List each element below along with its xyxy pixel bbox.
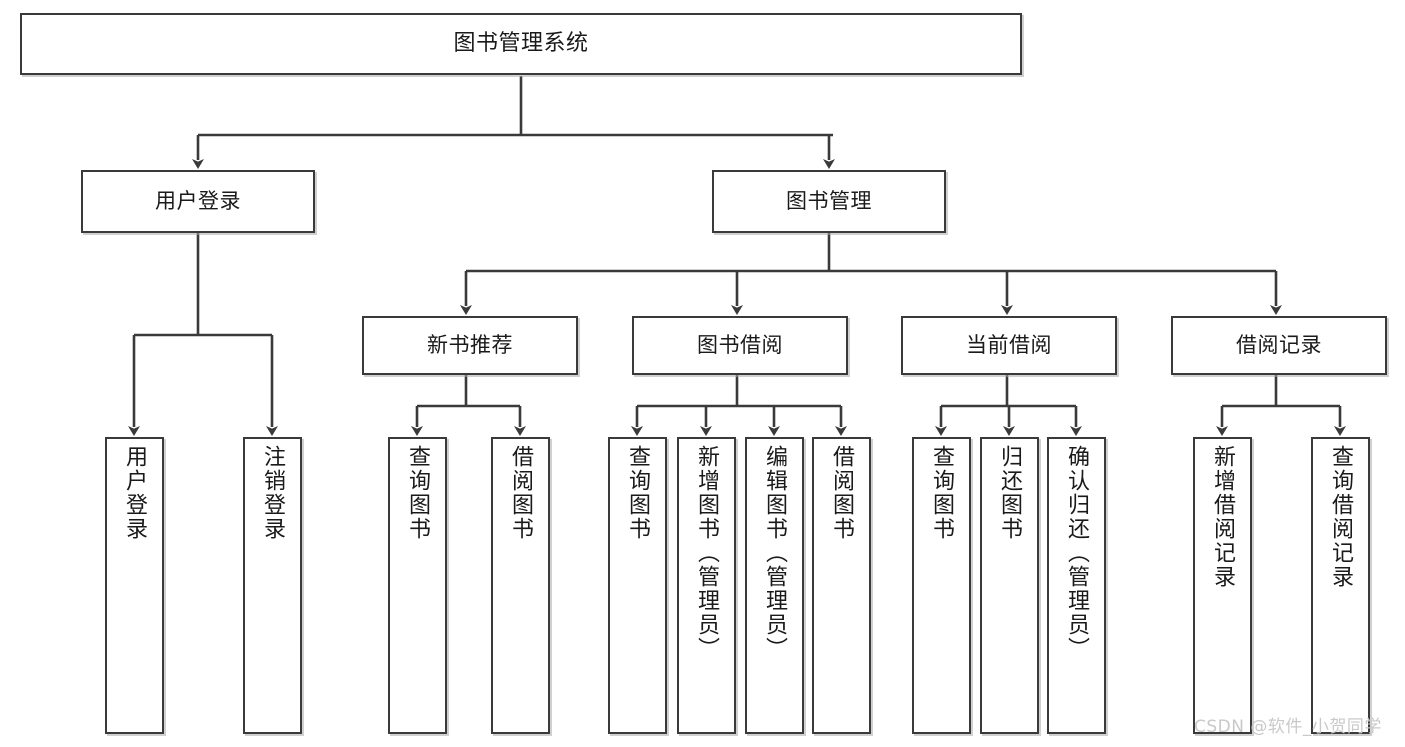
node-new-book-recommend[interactable]: 新书推荐 [362,316,578,375]
node-label: 当前借阅 [966,332,1052,357]
node-label: 图书管理 [786,188,872,213]
node-label: 图书管理系统 [453,30,589,56]
node-label: 新增图书（管理员） [694,445,720,661]
node-label: 注销登录 [260,445,286,541]
node-book-management[interactable]: 图书管理 [712,170,946,233]
node-leaf-user-logout[interactable]: 注销登录 [243,437,302,734]
node-book-borrow[interactable]: 图书借阅 [632,316,848,375]
node-leaf-add-book[interactable]: 新增图书（管理员） [677,437,736,734]
node-leaf-query-book-1[interactable]: 查询图书 [388,437,447,734]
node-leaf-return-book[interactable]: 归还图书 [980,437,1039,734]
node-leaf-query-book-3[interactable]: 查询图书 [912,437,971,734]
node-current-borrow[interactable]: 当前借阅 [901,316,1117,375]
csdn-watermark: CSDN @软件_小贺同学 [1194,717,1382,737]
node-leaf-query-record[interactable]: 查询借阅记录 [1311,437,1370,734]
node-label: 查询图书 [625,445,651,541]
node-label: 确认归还（管理员） [1064,445,1090,661]
node-label: 查询借阅记录 [1328,445,1354,589]
node-label: 用户登录 [122,445,148,541]
node-leaf-query-book-2[interactable]: 查询图书 [608,437,667,734]
node-label: 借阅图书 [508,445,534,541]
node-borrow-record[interactable]: 借阅记录 [1171,316,1387,375]
node-user-login[interactable]: 用户登录 [81,170,315,233]
node-label: 新书推荐 [427,332,513,357]
node-label: 借阅图书 [829,445,855,541]
node-label: 编辑图书（管理员） [762,445,788,661]
node-leaf-confirm-return[interactable]: 确认归还（管理员） [1047,437,1106,734]
node-label: 借阅记录 [1236,332,1322,357]
node-leaf-edit-book[interactable]: 编辑图书（管理员） [745,437,804,734]
node-label: 归还图书 [997,445,1023,541]
node-label: 用户登录 [155,188,241,213]
node-leaf-borrow-book-2[interactable]: 借阅图书 [812,437,871,734]
node-label: 查询图书 [405,445,431,541]
node-label: 图书借阅 [697,332,783,357]
node-leaf-borrow-book-1[interactable]: 借阅图书 [491,437,550,734]
node-label: 查询图书 [929,445,955,541]
node-leaf-add-record[interactable]: 新增借阅记录 [1193,437,1252,734]
node-label: 新增借阅记录 [1210,445,1236,589]
node-leaf-user-login[interactable]: 用户登录 [105,437,164,734]
node-root-book-management-system[interactable]: 图书管理系统 [20,13,1022,75]
